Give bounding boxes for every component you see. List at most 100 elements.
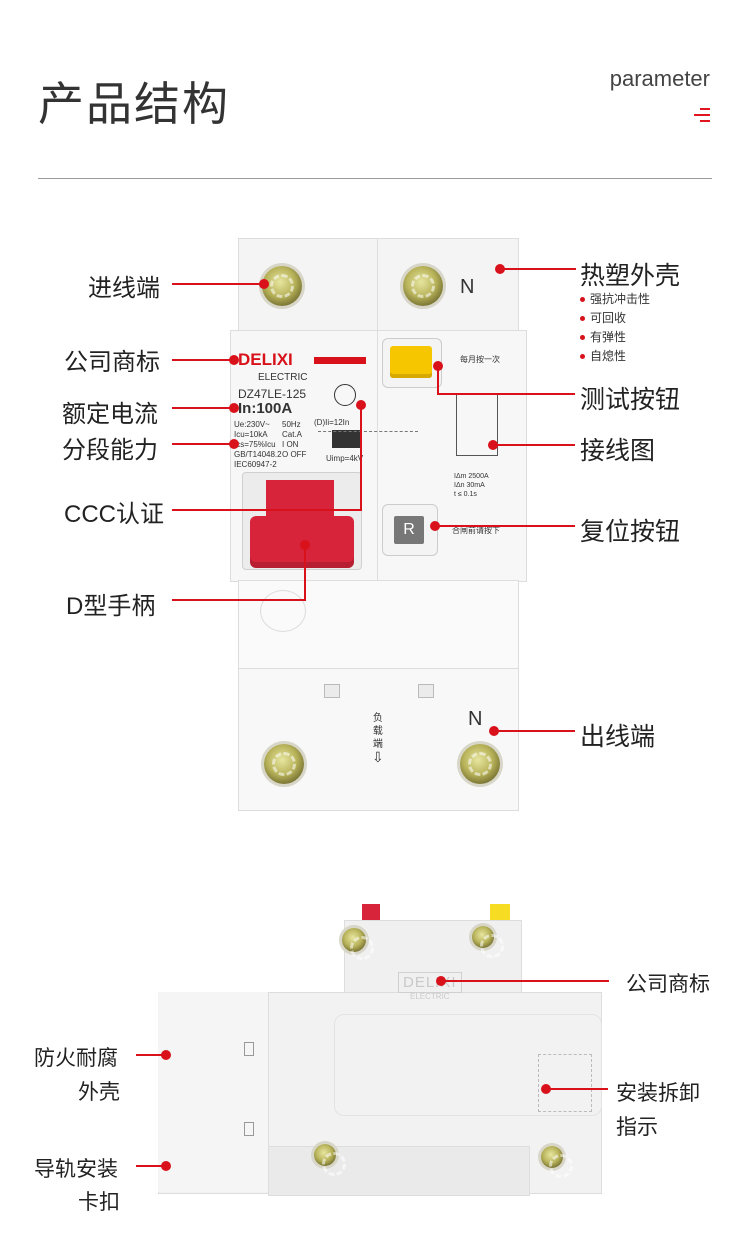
brand-bar bbox=[314, 357, 366, 364]
top-terminal-right bbox=[377, 238, 519, 332]
spec-line: Ue:230V~ bbox=[234, 420, 270, 429]
leader-dot bbox=[229, 355, 239, 365]
side-test-tip bbox=[490, 904, 510, 920]
trip-text: (D)Ii=12In bbox=[314, 418, 350, 427]
terminal-screw-icon bbox=[403, 266, 443, 306]
terminal-slot bbox=[324, 684, 340, 698]
reset-button[interactable]: R bbox=[394, 516, 424, 544]
clip-slot bbox=[244, 1122, 254, 1136]
n-mark: N bbox=[460, 276, 475, 298]
leader-line bbox=[172, 407, 234, 409]
status-window bbox=[332, 430, 360, 448]
leader-dot bbox=[300, 540, 310, 550]
label-outgoing: 出线端 bbox=[580, 722, 656, 751]
reset-hint: 合闸前请按下 bbox=[452, 526, 500, 535]
breaker-front: N DELIXI ELECTRIC DZ47LE-125 In:100A Ue:… bbox=[230, 238, 527, 811]
label-ccc: CCC认证 bbox=[64, 501, 164, 528]
rating-text: In:100A bbox=[238, 400, 293, 417]
d-handle[interactable] bbox=[266, 480, 334, 522]
leader-line bbox=[437, 393, 575, 395]
housing-feature: 有弹性 bbox=[580, 328, 626, 345]
dashed-trace bbox=[318, 431, 418, 432]
leader-line bbox=[360, 404, 362, 511]
clip-slot bbox=[244, 1042, 254, 1056]
label-housing: 热塑外壳 bbox=[580, 261, 681, 290]
housing-feature: 自熄性 bbox=[580, 347, 626, 364]
test-hint: 每月按一次 bbox=[460, 355, 500, 364]
label-reset-button: 复位按钮 bbox=[580, 517, 681, 546]
side-label-install: 安装拆卸 bbox=[616, 1081, 700, 1105]
rivet-icon bbox=[314, 1144, 346, 1176]
load-char: 端 bbox=[372, 739, 383, 750]
side-label-rail-clip: 导轨安装 bbox=[34, 1157, 118, 1181]
load-char: 负 bbox=[372, 713, 383, 724]
leader-dot bbox=[229, 403, 239, 413]
diagram-text: IΔm 2500A IΔn 30mA t ≤ 0.1s bbox=[454, 472, 489, 499]
leader-line bbox=[136, 1165, 166, 1167]
spec-block-right: 50Hz Cat.A I ON O OFF bbox=[282, 420, 306, 460]
side-panel-rib bbox=[334, 1014, 602, 1116]
leader-line bbox=[172, 283, 264, 285]
leader-line bbox=[172, 509, 362, 511]
label-incoming: 进线端 bbox=[88, 274, 160, 302]
label-wiring-diagram: 接线图 bbox=[580, 436, 656, 465]
terminal-screw-icon bbox=[262, 266, 302, 306]
label-rated-current: 额定电流 bbox=[62, 400, 158, 428]
label-test-button: 测试按钮 bbox=[580, 385, 681, 414]
spec-line: Cat.A bbox=[282, 430, 303, 439]
side-brand-logo: DELIXI bbox=[398, 972, 462, 993]
side-label-fireproof-2: 外壳 bbox=[78, 1080, 120, 1104]
model-text: DZ47LE-125 bbox=[238, 387, 307, 401]
breaker-side: DELIXI ELECTRIC bbox=[158, 900, 602, 1198]
load-char: 载 bbox=[372, 726, 383, 737]
label-breaking-capacity: 分段能力 bbox=[62, 436, 158, 464]
leader-dot bbox=[229, 439, 239, 449]
spec-line: Ics=75%Icu bbox=[234, 440, 276, 449]
page-title: 产品结构 bbox=[38, 77, 230, 131]
leader-line bbox=[437, 366, 439, 394]
brand-logo: DELIXI bbox=[238, 350, 293, 369]
terminal-screw-icon bbox=[264, 744, 304, 784]
side-label-rail-clip-2: 卡扣 bbox=[78, 1190, 120, 1214]
ccc-icon bbox=[334, 384, 356, 406]
load-text: 负 载 端 ⇩ bbox=[372, 712, 384, 764]
diagram-line: t ≤ 0.1s bbox=[454, 491, 477, 498]
menu-icon bbox=[694, 108, 710, 124]
spec-line: 50Hz bbox=[282, 420, 301, 429]
terminal-slot bbox=[418, 684, 434, 698]
leader-line bbox=[546, 1088, 608, 1090]
spec-line: IEC60947-2 bbox=[234, 460, 277, 469]
side-label-brand: 公司商标 bbox=[626, 972, 710, 996]
leader-line bbox=[494, 730, 575, 732]
label-handle: D型手柄 bbox=[66, 593, 156, 620]
install-guide-icon bbox=[538, 1054, 592, 1112]
bottom-terminal bbox=[238, 668, 519, 811]
side-rail-base bbox=[268, 1146, 530, 1196]
leader-dot bbox=[161, 1161, 171, 1171]
leader-dot bbox=[259, 279, 269, 289]
arrow-down-icon: ⇩ bbox=[372, 749, 384, 765]
uimp-text: Uimp=4kV bbox=[326, 454, 364, 463]
terminal-screw-icon bbox=[460, 744, 500, 784]
spec-line: I ON bbox=[282, 440, 299, 449]
test-button[interactable] bbox=[390, 346, 432, 378]
spec-block: Ue:230V~ Icu=10kA Ics=75%Icu GB/T14048.2… bbox=[234, 420, 282, 470]
leader-line bbox=[493, 444, 575, 446]
brand-sub: ELECTRIC bbox=[258, 372, 308, 383]
leader-dot bbox=[356, 400, 366, 410]
mount-circle bbox=[260, 590, 306, 632]
rivet-icon bbox=[541, 1146, 573, 1178]
leader-line bbox=[172, 599, 306, 601]
spec-line: O OFF bbox=[282, 450, 307, 459]
side-label-fireproof: 防火耐腐 bbox=[34, 1046, 118, 1070]
side-panel-left bbox=[158, 992, 269, 1192]
side-handle-tip bbox=[362, 904, 380, 920]
spec-line: GB/T14048.2 bbox=[234, 450, 282, 459]
diagram-line: IΔm 2500A bbox=[454, 473, 489, 480]
header-divider bbox=[38, 178, 712, 179]
leader-dot bbox=[161, 1050, 171, 1060]
side-brand-sub: ELECTRIC bbox=[410, 992, 450, 1001]
side-label-install-2: 指示 bbox=[616, 1115, 658, 1139]
leader-line bbox=[172, 443, 234, 445]
label-brand: 公司商标 bbox=[64, 348, 160, 376]
